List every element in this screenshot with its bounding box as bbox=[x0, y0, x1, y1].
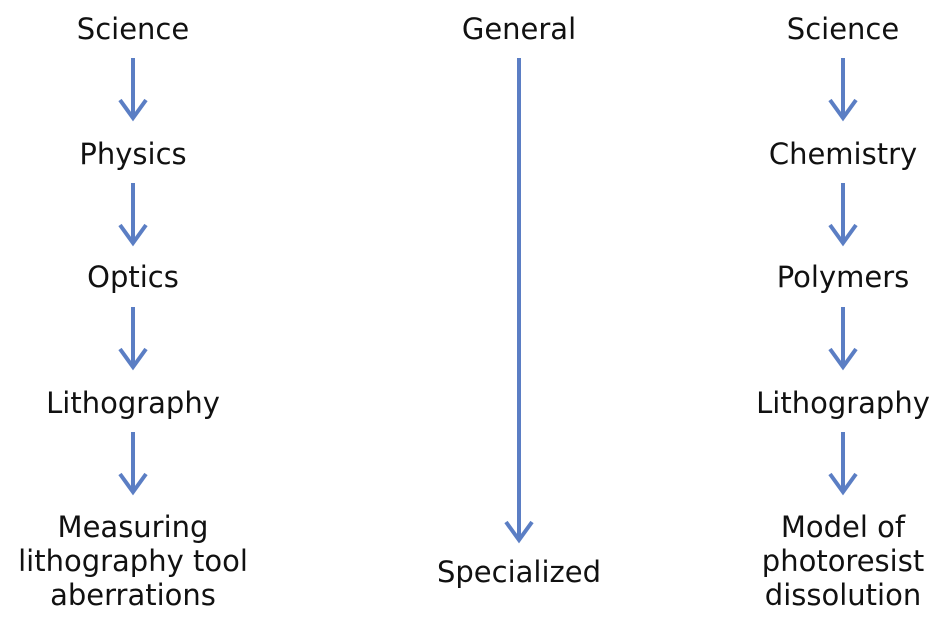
right-arrow-2 bbox=[828, 183, 858, 247]
scale-label-specialized: Specialized bbox=[436, 555, 602, 589]
left-arrow-2 bbox=[118, 183, 148, 247]
scale-label-general: General bbox=[461, 12, 577, 46]
left-node-lithography: Lithography bbox=[46, 386, 220, 420]
right-arrow-3 bbox=[828, 307, 858, 371]
right-node-chemistry: Chemistry bbox=[768, 137, 918, 171]
left-node-measuring-aberrations: Measuring lithography tool aberrations bbox=[18, 510, 248, 612]
right-node-polymers: Polymers bbox=[776, 260, 910, 294]
left-arrow-1 bbox=[118, 58, 148, 122]
right-arrow-4 bbox=[828, 432, 858, 496]
general-to-specialized-arrow bbox=[504, 58, 534, 544]
right-arrow-1 bbox=[828, 58, 858, 122]
left-node-physics: Physics bbox=[79, 137, 187, 171]
left-node-optics: Optics bbox=[87, 260, 179, 294]
left-arrow-3 bbox=[118, 307, 148, 371]
right-node-photoresist-model: Model of photoresist dissolution bbox=[761, 510, 925, 612]
left-arrow-4 bbox=[118, 432, 148, 496]
right-node-science: Science bbox=[786, 12, 900, 46]
right-node-lithography: Lithography bbox=[756, 386, 930, 420]
left-node-science: Science bbox=[76, 12, 190, 46]
